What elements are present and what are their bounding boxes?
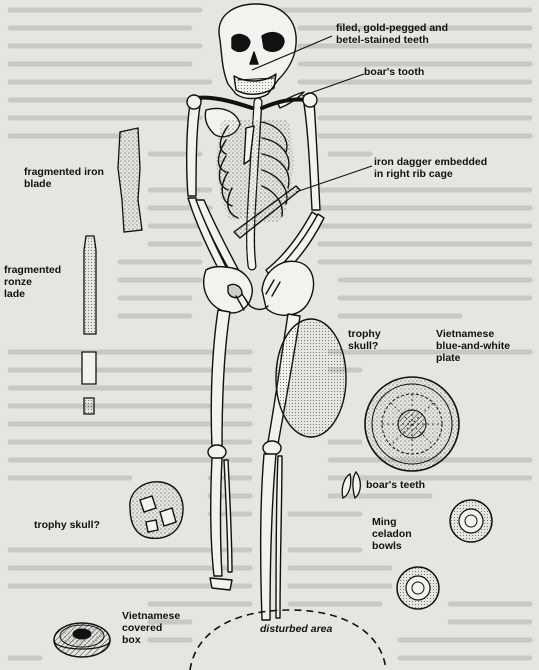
label-teeth: filed, gold-pegged and betel-stained tee… [336,22,448,46]
rib-cage [217,120,294,222]
trophy-skull-lower-icon [130,482,183,539]
celadon-bowl-icon-1 [450,500,492,542]
label-vietnamese-plate: Vietnamese blue-and-white plate [436,328,510,364]
label-trophy-skull-lower: trophy skull? [34,519,100,531]
humerus-left [187,104,200,196]
tibia-right [261,454,276,620]
skull-icon [219,4,296,99]
trophy-skull-upper-icon [276,319,346,437]
iron-blade-icon [118,128,142,232]
femur-left [211,310,230,448]
label-boar-tooth: boar's tooth [364,66,424,78]
label-iron-blade: fragmented iron blade [24,166,104,190]
tibia-left [211,458,222,576]
label-disturbed-area: disturbed area [260,623,332,635]
foot-left [210,578,232,590]
covered-box-icon [54,623,110,657]
plate-icon [365,377,459,471]
skeleton-drawing [187,4,324,620]
label-trophy-skull-upper: trophy skull? [348,328,381,352]
label-bronze-blade: fragmented ronze lade [4,264,61,300]
pelvis [204,261,314,315]
label-iron-dagger: iron dagger embedded in right rib cage [374,156,487,180]
disturbed-area-boundary [190,610,386,670]
fibula-right [276,456,282,618]
label-boar-teeth: boar's teeth [366,479,425,491]
label-ming-bowls: Ming celadon bowls [372,516,412,552]
clavicle-left [196,98,252,108]
label-covered-box: Vietnamese covered box [122,610,180,646]
celadon-bowl-icon-2 [397,567,439,609]
